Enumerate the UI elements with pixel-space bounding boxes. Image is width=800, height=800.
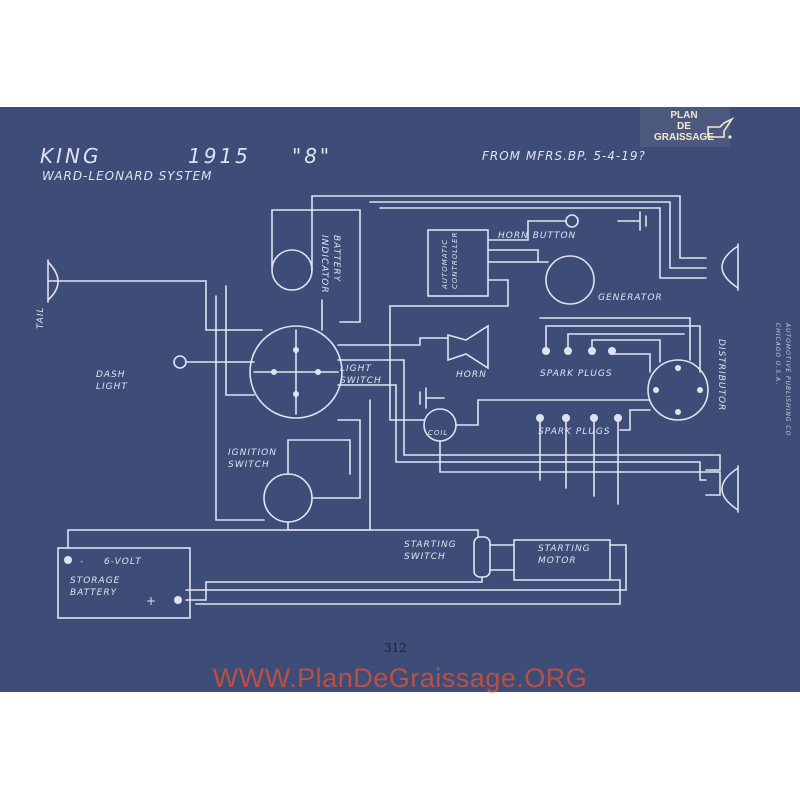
automatic-controller-box bbox=[427, 229, 489, 297]
watermark-url[interactable]: WWW.PlanDeGraissage.ORG bbox=[212, 663, 588, 693]
spark-plugs-top-label: SPARK PLUGS bbox=[540, 369, 613, 379]
logo-line-3: GRAISSAGE bbox=[653, 132, 714, 143]
battery-name-label: STORAGE BATTERY bbox=[70, 576, 121, 598]
tail-label: TAIL bbox=[36, 306, 46, 330]
horn-body bbox=[447, 324, 489, 370]
horn-button bbox=[565, 214, 579, 228]
year-label: 1915 bbox=[188, 144, 251, 168]
generator bbox=[545, 255, 595, 305]
automatic-controller-label: AUTOMATIC CONTROLLER bbox=[441, 231, 459, 289]
distributor bbox=[647, 359, 709, 421]
generator-label: GENERATOR bbox=[598, 293, 663, 303]
spark-plugs-bottom-label: SPARK PLUGS bbox=[538, 427, 611, 437]
battery-indicator-gauge bbox=[271, 249, 313, 291]
blueprint-sheet: KING 1915 "8" WARD-LEONARD SYSTEM FROM M… bbox=[0, 107, 800, 692]
wiring-diagram bbox=[47, 195, 739, 619]
horn-label: HORN bbox=[456, 370, 487, 380]
ignition-switch bbox=[263, 473, 313, 523]
starting-motor bbox=[513, 539, 611, 581]
publisher-label: AUTOMOTIVE PUBLISHING CO CHICAGO U.S.A. bbox=[774, 323, 791, 437]
ignition-switch-label: IGNITION SWITCH bbox=[228, 448, 277, 470]
oil-can-icon bbox=[707, 117, 734, 139]
ground-symbol bbox=[617, 211, 647, 231]
site-logo[interactable]: PLAN DE GRAISSAGE bbox=[640, 107, 736, 147]
starting-switch-label: STARTING SWITCH bbox=[404, 540, 457, 562]
distributor-label: DISTRIBUTOR bbox=[716, 339, 726, 412]
dash-light-label: DASH LIGHT bbox=[96, 370, 128, 392]
make-label: KING bbox=[40, 144, 102, 168]
system-label: WARD-LEONARD SYSTEM bbox=[42, 169, 213, 183]
battery-volt-label: 6-VOLT bbox=[104, 557, 142, 567]
logo-line-2: DE bbox=[677, 121, 691, 132]
battery-plus-label: + bbox=[146, 594, 158, 608]
page-number: 312 bbox=[384, 641, 407, 655]
source-label: FROM MFRS.BP. 5-4-19? bbox=[482, 149, 646, 163]
starting-switch bbox=[473, 536, 491, 578]
dash-light bbox=[173, 355, 187, 369]
starting-motor-label: STARTING MOTOR bbox=[538, 544, 591, 566]
model-label: "8" bbox=[292, 144, 333, 168]
horn-button-label: HORN BUTTON bbox=[498, 231, 577, 241]
head-lamp-top bbox=[721, 243, 739, 291]
battery-minus-label: - bbox=[80, 557, 85, 567]
light-switch-label: LIGHT SWITCH bbox=[340, 364, 382, 386]
storage-battery bbox=[57, 547, 191, 619]
ground-symbol bbox=[419, 387, 445, 409]
coil-label: COIL bbox=[428, 429, 449, 437]
light-switch bbox=[249, 325, 343, 419]
head-lamp-bottom bbox=[721, 465, 739, 513]
battery-indicator-label: BATTERY INDICATOR bbox=[319, 235, 341, 294]
logo-line-1: PLAN bbox=[670, 110, 698, 121]
